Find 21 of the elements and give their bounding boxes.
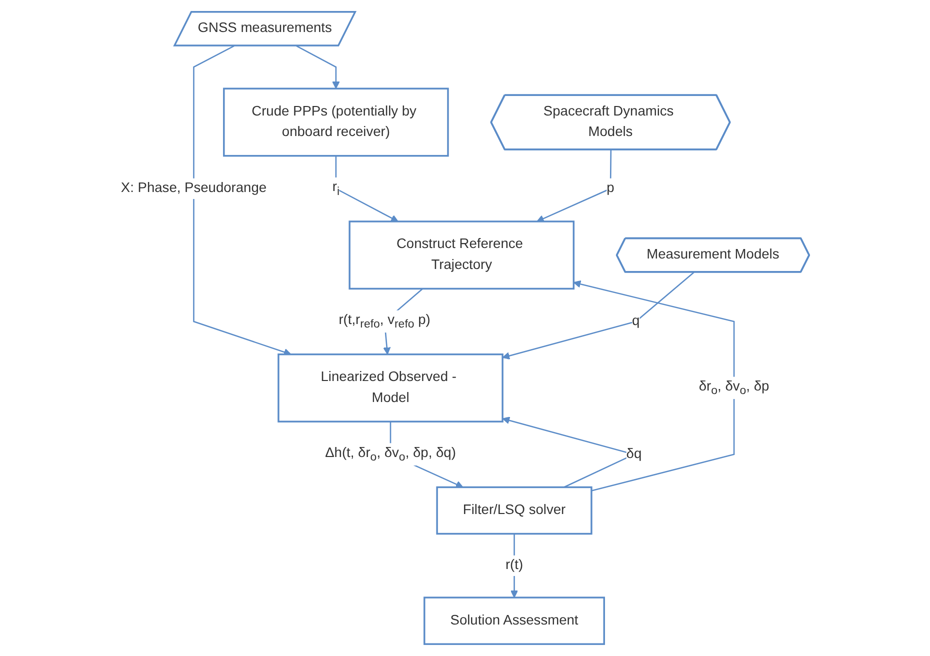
edge-label: Δh(t, δr$_{o}$, δv$_{o}$, δp, δq)	[325, 446, 456, 464]
edge-label: r(t,r$_{refo}$, v$_{refo}$ p)	[338, 312, 430, 330]
node-box: Filter/LSQ solver	[436, 486, 592, 535]
arrow	[510, 534, 518, 598]
edge-label: q	[632, 314, 640, 328]
node-box: Linearized Observed - Model	[278, 354, 504, 422]
node-box: Construct Reference Trajectory	[348, 220, 574, 290]
edge-label: p	[606, 180, 614, 196]
arrow	[573, 280, 735, 492]
edge-label: r$_{i}$	[332, 180, 340, 198]
arrow	[536, 150, 612, 222]
arrow	[335, 156, 398, 222]
edge-label: X: Phase, Pseudorange	[120, 180, 267, 196]
node-box: Solution Assessment	[424, 596, 605, 645]
edge-label: δq	[626, 446, 642, 462]
arrow	[296, 45, 340, 89]
edge-label: r(t)	[505, 558, 524, 573]
edge-label: δr$_{o}$, δv$_{o}$, δp	[698, 379, 770, 397]
arrow	[502, 272, 694, 360]
node-box: Crude PPPs (potentially by onboard receiver)	[223, 88, 449, 157]
arrow	[193, 45, 292, 356]
